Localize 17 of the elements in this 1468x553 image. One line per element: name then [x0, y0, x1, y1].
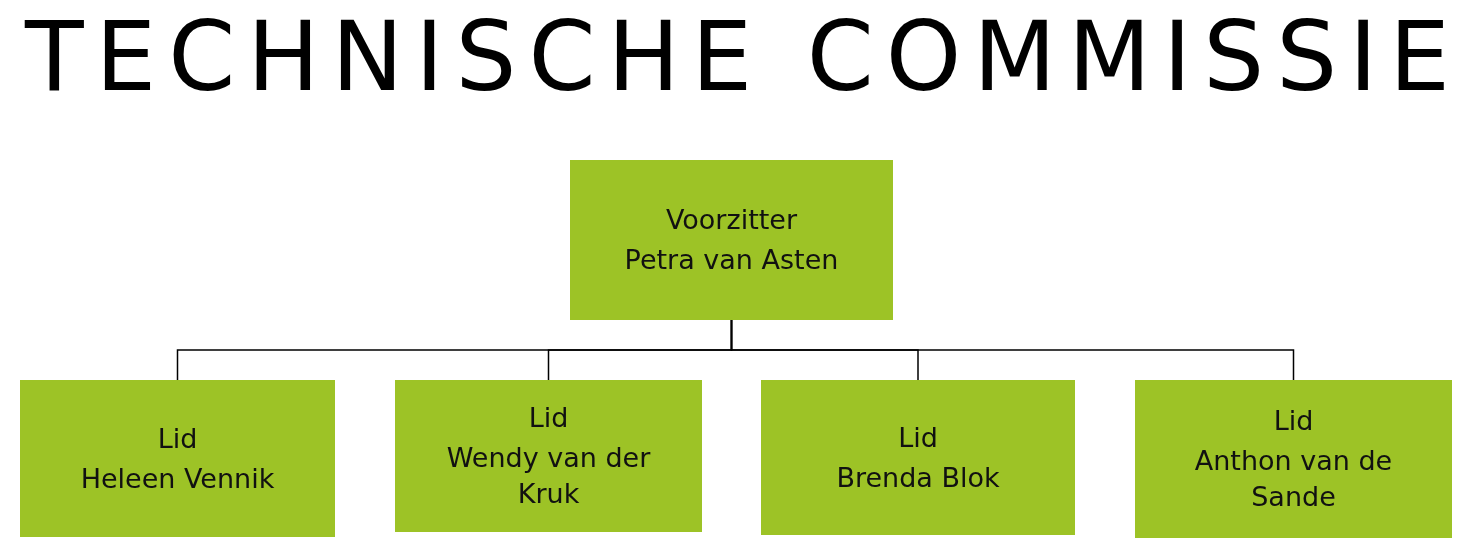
box-text: Brenda Blok: [836, 460, 1000, 495]
box-text: Lid: [528, 401, 569, 435]
box-text: Petra van Asten: [624, 243, 839, 277]
title: TECHNISCHE COMMISSIE: [25, 2, 1462, 112]
box-text: Wendy van der Kruk: [445, 441, 652, 511]
box-text: Lid: [157, 421, 198, 456]
box-text: Anthon van de Sande: [1193, 444, 1394, 514]
org-box: [570, 160, 893, 320]
org-box: [395, 380, 702, 532]
org-box: [761, 380, 1075, 535]
connector-line: [730, 319, 1295, 381]
box-text: Lid: [898, 420, 938, 455]
org-box: [20, 380, 335, 537]
org-box: [1135, 380, 1452, 538]
box-text: Lid: [1273, 404, 1314, 438]
box-text: Voorzitter: [665, 203, 798, 237]
box-text: Heleen Vennik: [80, 461, 275, 496]
